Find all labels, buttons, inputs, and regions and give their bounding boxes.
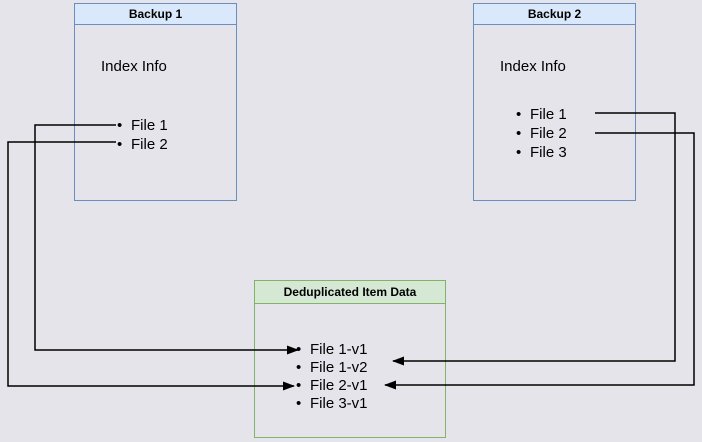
backup2-box: Backup 2 Index Info File 1 File 2 File 3 (473, 3, 636, 201)
list-item: File 2 (516, 124, 567, 143)
backup1-box: Backup 1 Index Info File 1 File 2 (74, 3, 237, 201)
backup2-index-info-label: Index Info (500, 58, 566, 75)
backup2-title: Backup 2 (527, 7, 582, 21)
backup1-file-list: File 1 File 2 (75, 116, 168, 154)
list-item: File 3-v1 (296, 395, 367, 413)
list-item: File 1-v2 (296, 359, 367, 377)
list-item: File 2-v1 (296, 377, 367, 395)
list-item: File 1-v1 (296, 341, 367, 359)
backup1-index-info-label: Index Info (101, 58, 167, 75)
list-item: File 1 (117, 116, 168, 135)
backup2-file-list: File 1 File 2 File 3 (474, 105, 567, 162)
dedup-title: Deduplicated Item Data (283, 285, 417, 299)
backup2-header: Backup 2 (474, 4, 635, 25)
backup1-header: Backup 1 (75, 4, 236, 25)
dedup-box: Deduplicated Item Data File 1-v1 File 1-… (254, 280, 446, 438)
backup1-title: Backup 1 (128, 7, 183, 21)
list-item: File 3 (516, 143, 567, 162)
dedup-header: Deduplicated Item Data (255, 281, 445, 304)
dedup-item-list: File 1-v1 File 1-v2 File 2-v1 File 3-v1 (255, 341, 367, 413)
list-item: File 1 (516, 105, 567, 124)
list-item: File 2 (117, 135, 168, 154)
